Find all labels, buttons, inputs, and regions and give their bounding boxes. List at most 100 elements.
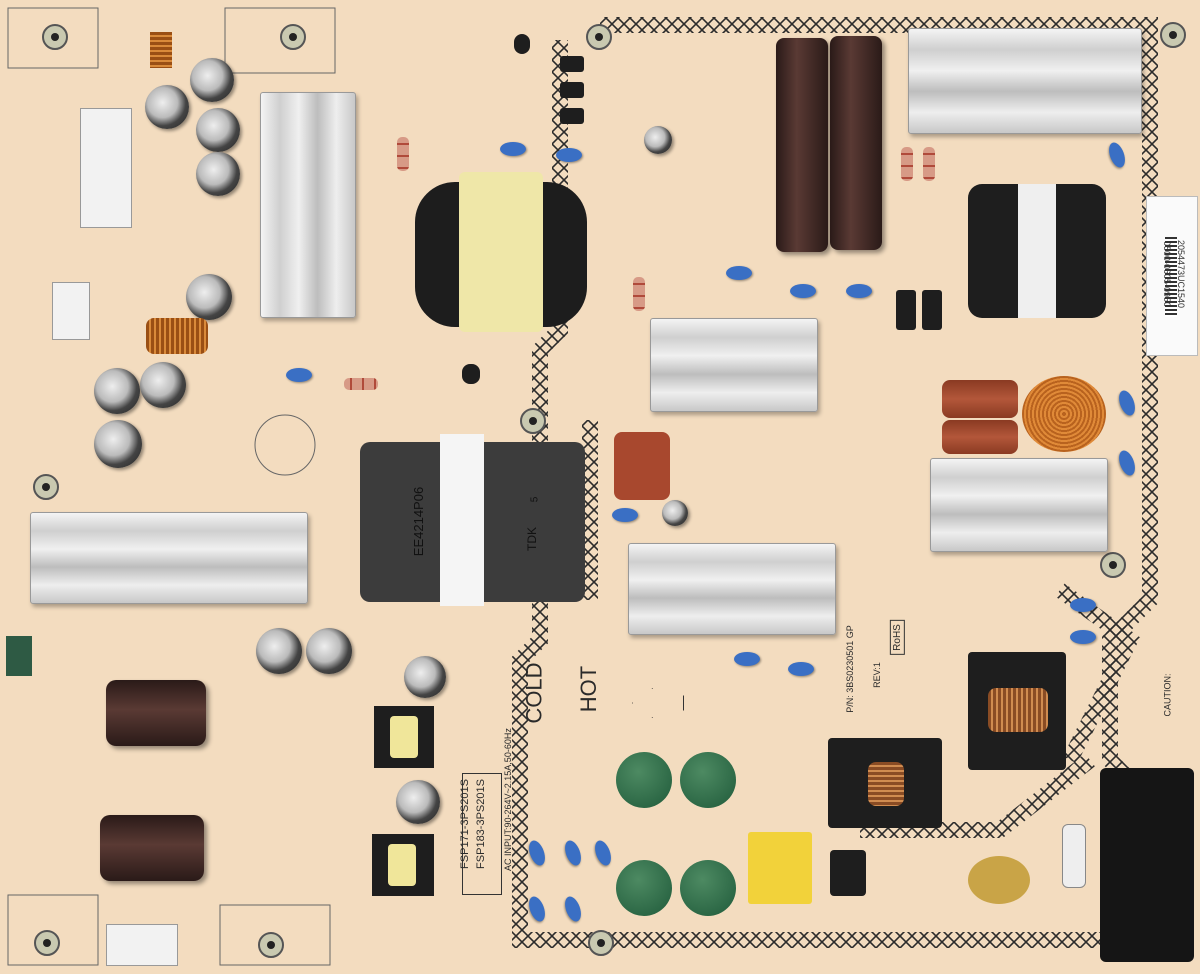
ceramic-capacitor [556, 148, 582, 162]
capacitor [190, 58, 234, 102]
hot-label: HOT [576, 665, 602, 713]
fuse [1062, 824, 1086, 888]
heatsink [260, 92, 356, 318]
rectifier-diode [896, 290, 916, 330]
heatsink [930, 458, 1108, 552]
capacitor [404, 656, 446, 698]
mounting-hole [258, 932, 284, 958]
barcode [1165, 237, 1177, 317]
mounting-hole [1100, 552, 1126, 578]
resistor [397, 137, 409, 171]
ceramic-capacitor [500, 142, 526, 156]
inductor [830, 850, 866, 896]
model-box [462, 773, 502, 895]
cold-label: COLD [521, 662, 547, 724]
capacitor [196, 152, 240, 196]
resistor [901, 147, 913, 181]
toroid-inductor [1022, 376, 1106, 452]
capacitor [94, 420, 142, 468]
heatsink [30, 512, 308, 604]
ceramic-capacitor [788, 662, 814, 676]
mounting-hole [1160, 22, 1186, 48]
small-transformer [372, 834, 434, 896]
pfc-transformer-marking: EE4214P06 [411, 486, 427, 557]
ceramic-capacitor [612, 508, 638, 522]
heatsink [908, 28, 1142, 134]
resistor [344, 378, 378, 390]
bulk-capacitor [830, 36, 882, 250]
capacitor [662, 500, 688, 526]
common-mode-choke [828, 738, 942, 828]
ceramic-capacitor [734, 652, 760, 666]
resistor [923, 147, 935, 181]
model-number-2: FSP183-3PS201S [474, 779, 487, 869]
electrolytic-capacitor [106, 680, 206, 746]
pfc-transformer: EE4214P06 TDK 5 [360, 434, 585, 606]
electrolytic-capacitor [100, 815, 204, 881]
connector [52, 282, 90, 340]
pfc-transformer-brand: TDK [525, 527, 539, 551]
diode [560, 108, 584, 124]
film-capacitor [942, 380, 1018, 418]
mounting-hole [520, 408, 546, 434]
capacitor [196, 108, 240, 152]
capacitor [140, 362, 186, 408]
ceramic-capacitor [726, 266, 752, 280]
pfc-transformer-mark: 5 [529, 496, 541, 503]
heatsink [650, 318, 818, 412]
caution-text: CAUTION: [1162, 673, 1173, 717]
main-transformer [415, 172, 587, 332]
capacitor [396, 780, 440, 824]
thermistor [968, 856, 1030, 904]
connector [106, 924, 178, 966]
ac-input-rating: AC INPUT:90-264V~2.15A,50-60Hz [503, 728, 513, 871]
ceramic-capacitor [1070, 630, 1096, 644]
mounting-hole [33, 474, 59, 500]
connector [80, 108, 132, 228]
barcode-sticker: 0500-0605-0950 2054473UC1540 [1146, 196, 1198, 356]
sticker-line-1: 0500-0605-0950 [1162, 240, 1172, 308]
transistor [514, 34, 530, 54]
standby-transformer [968, 184, 1106, 318]
rohs-mark: RoHS [889, 620, 905, 655]
heatsink [628, 543, 836, 635]
varistor [616, 860, 672, 916]
varistor [616, 752, 672, 808]
film-capacitor [942, 420, 1018, 454]
sticker-line-2: 2054473UC1540 [1176, 239, 1186, 309]
film-capacitor [614, 432, 670, 500]
ceramic-capacitor [846, 284, 872, 298]
part-number: P/N: 3BS0230501 GP [844, 625, 855, 713]
capacitor [145, 85, 189, 129]
resistor [633, 277, 645, 311]
ceramic-capacitor [1070, 598, 1096, 612]
mounting-hole [586, 24, 612, 50]
bulk-capacitor [776, 38, 828, 252]
capacitor [644, 126, 672, 154]
small-transformer [374, 706, 434, 768]
transistor [462, 364, 480, 384]
ceramic-capacitor [286, 368, 312, 382]
ac-inlet-connector [1100, 768, 1194, 962]
common-mode-choke [968, 652, 1066, 770]
capacitor [306, 628, 352, 674]
capacitor [186, 274, 232, 320]
mounting-hole [42, 24, 68, 50]
rectifier-diode [922, 290, 942, 330]
capacitor [256, 628, 302, 674]
diode [560, 56, 584, 72]
varistor [680, 860, 736, 916]
capacitor [94, 368, 140, 414]
ceramic-capacitor [790, 284, 816, 298]
model-number-1: FSP171-3PS201S [458, 779, 471, 869]
x-capacitor [748, 832, 812, 904]
diode [560, 82, 584, 98]
varistor [680, 752, 736, 808]
mounting-hole [280, 24, 306, 50]
mounting-hole [588, 930, 614, 956]
inductor [150, 32, 172, 68]
edge-component [6, 636, 32, 676]
mounting-hole [34, 930, 60, 956]
